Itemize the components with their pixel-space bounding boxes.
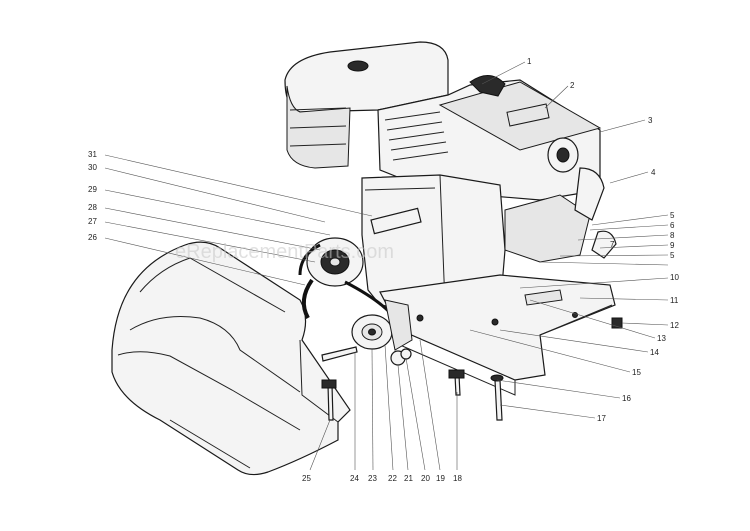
- pulleys-belts: [298, 237, 623, 421]
- callout-4: 4: [651, 168, 656, 177]
- callout-19: 19: [436, 474, 445, 483]
- callout-1: 1: [527, 57, 532, 66]
- callout-10: 10: [670, 273, 679, 282]
- callout-25: 25: [302, 474, 311, 483]
- callout-17: 17: [597, 414, 606, 423]
- callout-20: 20: [421, 474, 430, 483]
- callout-29: 29: [88, 185, 97, 194]
- callout-16: 16: [622, 394, 631, 403]
- callout-11: 11: [670, 296, 679, 305]
- callout-31: 31: [88, 150, 97, 159]
- callout-13: 13: [657, 334, 666, 343]
- callout-24: 24: [350, 474, 359, 483]
- callout-30: 30: [88, 163, 97, 172]
- callout-21: 21: [404, 474, 413, 483]
- callout-23: 23: [368, 474, 377, 483]
- callout-15: 15: [632, 368, 641, 377]
- callout-2: 2: [570, 81, 575, 90]
- callout-22: 22: [388, 474, 397, 483]
- callout-18: 18: [453, 474, 462, 483]
- callout-5b: 5: [670, 251, 675, 260]
- callout-labels: 1 2 3 4 5 6 8 7 9 5 10 11 12 13 14 15 16…: [88, 57, 679, 483]
- leader-lines: [104, 61, 669, 471]
- callout-3: 3: [648, 116, 653, 125]
- callout-28: 28: [88, 203, 97, 212]
- callout-14: 14: [650, 348, 659, 357]
- belt-cover: [111, 241, 351, 476]
- callout-27: 27: [88, 217, 97, 226]
- callout-9: 9: [670, 241, 675, 250]
- callout-7: 7: [610, 240, 615, 249]
- callout-12: 12: [670, 321, 679, 330]
- callout-26: 26: [88, 233, 97, 242]
- callout-6: 6: [670, 221, 675, 230]
- callout-5a: 5: [670, 211, 675, 220]
- watermark-text: eReplacementParts.com: [175, 241, 394, 263]
- callout-8: 8: [670, 231, 675, 240]
